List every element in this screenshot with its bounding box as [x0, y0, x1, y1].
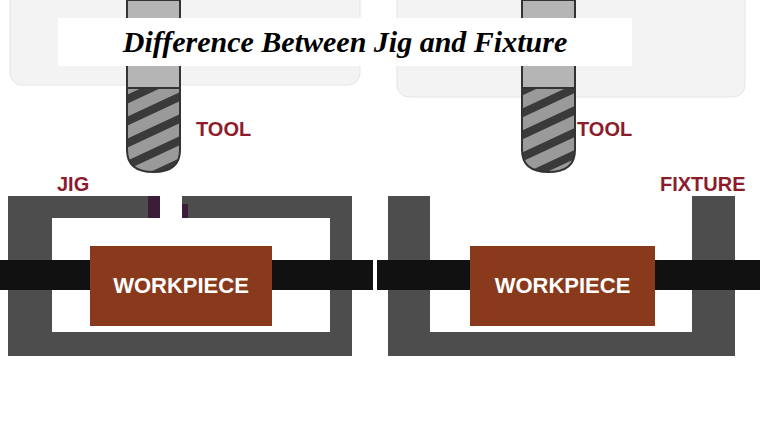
- tool-label: TOOL: [577, 119, 632, 139]
- bushing: [182, 204, 188, 218]
- tool-label: TOOL: [196, 119, 251, 139]
- jig-holder: JIG WORKPIECE: [8, 170, 352, 356]
- title: Difference Between Jig and Fixture: [123, 25, 567, 59]
- part-name: WORKPIECE: [113, 273, 249, 299]
- workpiece-box: WORKPIECE: [90, 246, 272, 326]
- divider: [373, 255, 377, 295]
- bushing: [148, 196, 160, 218]
- holder-name: JIG: [57, 174, 89, 194]
- workpiece-box: WORKPIECE: [470, 246, 655, 326]
- part-name: WORKPIECE: [495, 273, 631, 299]
- title-box: Difference Between Jig and Fixture: [58, 18, 632, 66]
- holder-name: FIXTURE: [660, 174, 746, 194]
- fixture-holder: FIXTURE WORKPIECE: [388, 170, 756, 356]
